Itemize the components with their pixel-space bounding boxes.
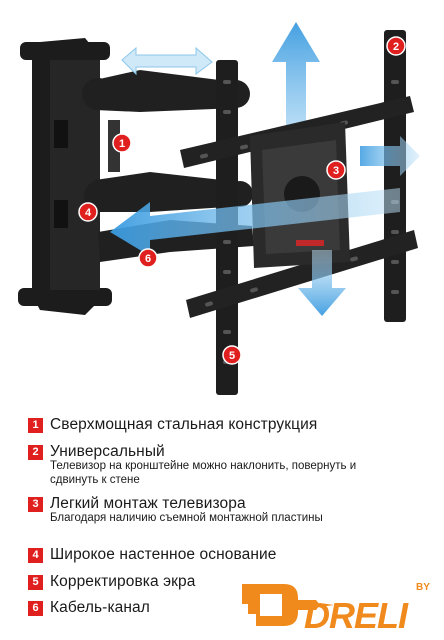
shift-right-arrow [360, 136, 420, 176]
feature-number-badge: 3 [28, 497, 43, 512]
feature-title: Универсальный [50, 443, 165, 460]
drill-icon [242, 584, 334, 626]
feature-description: Телевизор на кронштейне можно наклонить,… [50, 460, 357, 486]
extend-arrow [110, 188, 400, 256]
callout-6: 6 [138, 248, 158, 268]
dreli-logo: DRELI BY [242, 582, 430, 636]
center-mount-plate [250, 122, 350, 268]
feature-number-badge: 6 [28, 601, 43, 616]
feature-number-badge: 5 [28, 575, 43, 590]
logo-brand-text: DRELI [304, 595, 409, 636]
logo-superscript: BY [416, 582, 430, 593]
callout-6-number: 6 [145, 253, 151, 265]
callout-2: 2 [386, 36, 406, 56]
callout-3-number: 3 [333, 165, 339, 177]
callout-markers: 1 2 3 4 5 6 [78, 36, 406, 365]
callout-4-number: 4 [85, 207, 92, 219]
wall-plate [18, 38, 112, 315]
callout-4: 4 [78, 202, 98, 222]
callout-3: 3 [326, 160, 346, 180]
feature-title: Сверхмощная стальная конструкция [50, 416, 318, 433]
callout-5-number: 5 [229, 350, 235, 362]
feature-title: Кабель-канал [50, 599, 150, 616]
feature-number-badge: 1 [28, 418, 43, 433]
callout-5: 5 [222, 345, 242, 365]
callout-1: 1 [112, 133, 132, 153]
feature-description: Благодаря наличию съемной монтажной плас… [50, 512, 323, 524]
callout-2-number: 2 [393, 41, 399, 53]
right-vertical-rail [384, 30, 406, 322]
feature-title: Корректировка экра [50, 573, 196, 590]
feature-number-badge: 2 [28, 445, 43, 460]
tilt-down-arrow [298, 250, 346, 316]
tilt-arrow [272, 22, 320, 170]
feature-title: Легкий монтаж телевизора [50, 495, 246, 512]
callout-1-number: 1 [119, 138, 125, 150]
feature-title: Широкое настенное основание [50, 546, 277, 563]
swivel-arrow [121, 46, 213, 76]
tv-wall-mount-illustration: 1 2 3 4 5 6 [18, 22, 420, 395]
feature-number-badge: 4 [28, 548, 43, 563]
